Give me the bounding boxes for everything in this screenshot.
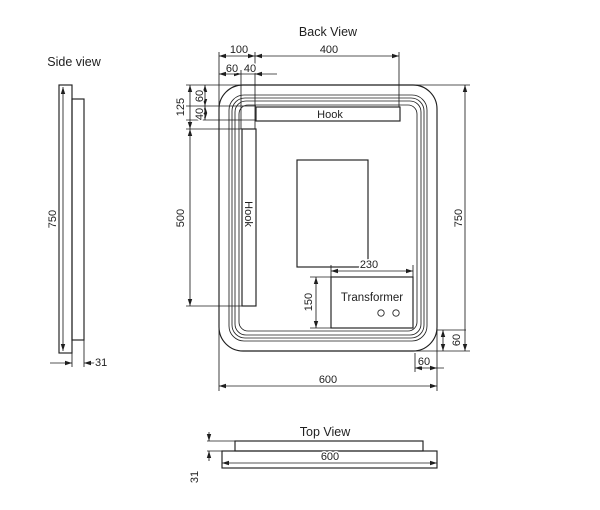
side-view-title: Side view: [47, 55, 101, 69]
side-view: Side view 750 31: [46, 55, 109, 371]
top-back-box-outline: [234, 440, 424, 452]
back-view-title: Back View: [299, 25, 358, 39]
side-dimension-arrowheads: [60, 87, 91, 366]
transformer-150-dim: 150: [303, 293, 315, 311]
side-back-box-outline: [71, 98, 85, 341]
hook-vertical-label: Hook: [242, 201, 254, 227]
transformer-hole-left-icon: [377, 309, 385, 317]
back-top-100-dim: 100: [230, 44, 248, 56]
back-left-40-dim: 40: [194, 108, 206, 120]
hook-bar-horizontal: [255, 106, 401, 122]
back-mirror-outline: [218, 84, 438, 352]
back-right-750-dim: 750: [453, 209, 465, 227]
top-glass-panel-outline: [221, 450, 438, 469]
back-top-400-dim: 400: [320, 44, 338, 56]
top-view: Top View 600 31: [188, 425, 438, 485]
back-center-rect: [296, 159, 369, 268]
side-depth-dim: 31: [95, 357, 107, 369]
transformer-box-outline: [330, 276, 414, 329]
transformer-hole-right-icon: [392, 309, 400, 317]
side-glass-panel-outline: [58, 84, 73, 354]
back-left-60-dim: 60: [194, 90, 206, 102]
top-width-600-dim: 600: [321, 451, 339, 463]
transformer-label: Transformer: [341, 292, 403, 304]
back-frame-line-2: [231, 97, 425, 339]
back-frame-line-1: [228, 94, 428, 342]
side-height-dim: 750: [47, 210, 59, 228]
transformer-230-dim: 230: [360, 259, 378, 271]
hook-horizontal-label: Hook: [317, 109, 343, 121]
back-left-125-dim: 125: [175, 98, 187, 116]
side-dimension-lines: [50, 87, 97, 367]
back-frame-line-3: [234, 100, 422, 336]
top-depth-31-dim: 31: [189, 471, 201, 483]
back-corner-60-vertical-dim: 60: [451, 334, 463, 346]
back-corner-60-horizontal-dim: 60: [418, 356, 430, 368]
back-top-40-dim: 40: [244, 63, 256, 75]
back-frame-line-4: [238, 104, 418, 332]
back-bottom-600-dim: 600: [319, 374, 337, 386]
back-left-500-dim: 500: [175, 209, 187, 227]
hook-bar-vertical: [241, 128, 257, 307]
back-top-60-dim: 60: [226, 63, 238, 75]
top-view-title: Top View: [300, 425, 351, 439]
back-view: Back View Hook Hook Transformer 100 400 …: [174, 25, 470, 391]
